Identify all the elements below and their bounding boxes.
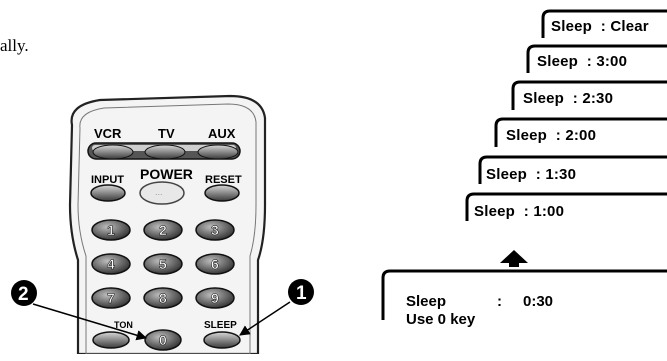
digit-9-button[interactable] [195, 287, 235, 309]
power-label: POWER [140, 166, 193, 182]
digit-1-button[interactable] [91, 219, 131, 241]
digit-5-label: 5 [159, 256, 167, 272]
display-instruction: Use 0 key [406, 311, 476, 328]
display-separator: : [497, 293, 502, 310]
tv-button[interactable] [144, 144, 186, 160]
callout-number-right: 1 [296, 283, 307, 304]
aux-label: AUX [208, 126, 236, 141]
digit-6-label: 6 [211, 256, 219, 272]
intro-text-fragment: ally. [0, 36, 29, 55]
callout-badge-right [288, 279, 314, 305]
display-sleep-label: Sleep [406, 293, 447, 310]
sleep-step-clear: Sleep : Clear [551, 18, 649, 35]
power-button-dots: ... [155, 187, 163, 197]
display-sleep-value: 0:30 [523, 293, 554, 310]
zero-label: 0 [159, 332, 167, 348]
digit-3-label: 3 [211, 222, 219, 238]
digit-1-label: 1 [107, 222, 115, 238]
callout-badge-left [11, 280, 37, 306]
aux-button[interactable] [197, 144, 239, 160]
sleep-sequence-frames [465, 9, 667, 221]
callout-arrow-left [32, 303, 148, 341]
option-button[interactable] [92, 331, 130, 349]
source-selector-bar[interactable] [87, 142, 241, 160]
digit-8-button[interactable] [143, 287, 183, 309]
digit-6-button[interactable] [195, 253, 235, 275]
sleep-label: SLEEP [204, 320, 237, 331]
digit-2-button[interactable] [143, 219, 183, 241]
sleep-step-1-00: Sleep : 1:00 [474, 203, 565, 220]
input-label: INPUT [91, 174, 124, 186]
digit-8-label: 8 [159, 290, 167, 306]
callout-arrow-right [239, 301, 291, 336]
digit-7-button[interactable] [91, 287, 131, 309]
digit-4-button[interactable] [91, 253, 131, 275]
tv-label: TV [158, 126, 175, 141]
number-keypad: 1 2 3 4 5 6 7 8 9 [91, 219, 235, 309]
sleep-step-3-00: Sleep : 3:00 [537, 53, 628, 70]
option-label: TON [114, 320, 133, 330]
digit-4-label: 4 [107, 256, 115, 272]
display-frame [381, 269, 667, 320]
sleep-step-1-30: Sleep : 1:30 [486, 166, 577, 183]
digit-2-label: 2 [159, 222, 167, 238]
up-arrow-icon [500, 250, 528, 263]
sleep-step-2-00: Sleep : 2:00 [506, 127, 597, 144]
sleep-step-2-30: Sleep : 2:30 [523, 90, 614, 107]
digit-9-label: 9 [211, 290, 219, 306]
input-button[interactable] [90, 184, 126, 202]
sleep-display: Sleep : 0:30 Use 0 key [383, 271, 667, 361]
digit-7-label: 7 [107, 290, 115, 306]
callout-number-left: 2 [18, 284, 29, 305]
reset-button[interactable] [204, 184, 240, 202]
vcr-button[interactable] [92, 144, 134, 160]
reset-label: RESET [205, 174, 242, 186]
power-button[interactable] [139, 181, 185, 205]
sleep-button[interactable] [203, 331, 241, 349]
up-arrow-stem [509, 262, 519, 267]
digit-3-button[interactable] [195, 219, 235, 241]
digit-5-button[interactable] [143, 253, 183, 275]
vcr-label: VCR [94, 126, 122, 141]
